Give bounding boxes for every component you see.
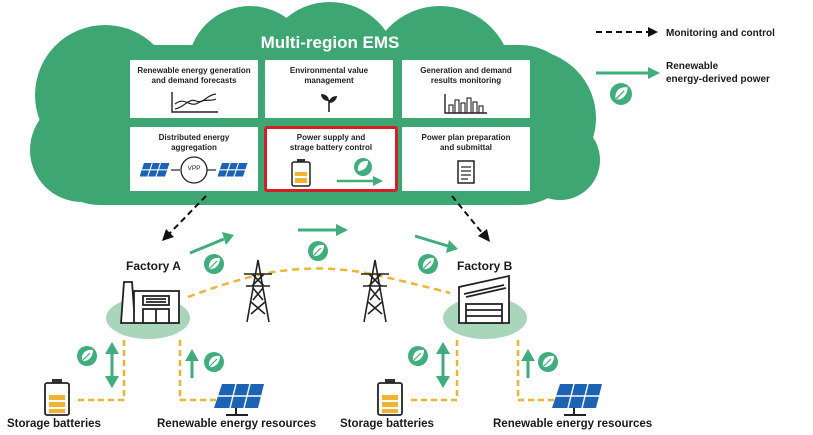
power-arrow-2 [336, 224, 348, 236]
leaf-icon [537, 351, 559, 373]
leaf-icon [417, 253, 439, 275]
sprout-icon [321, 94, 337, 112]
leaf-icon [76, 345, 98, 367]
vpp-label: VPP [187, 165, 201, 172]
ems-title: Multi-region EMS [261, 33, 400, 52]
factory-a-icon [120, 281, 180, 324]
storage-batteries-label: Storage batteries [340, 418, 434, 430]
function-power-supply-battery-control: Power supply and strage battery control [264, 126, 398, 192]
function-label: Generation and demand results monitoring [420, 66, 512, 85]
battery-control-icon [291, 158, 383, 187]
factory-b-label: Factory B [457, 259, 513, 273]
function-label: Distributed energy aggregation [158, 133, 230, 152]
factory-a-label: Factory A [126, 259, 181, 273]
storage-battery-icon [44, 379, 70, 416]
leaf-icon [203, 351, 225, 373]
renewable-resources-label: Renewable energy resources [493, 418, 653, 430]
function-forecasts: Renewable energy generation and demand f… [130, 60, 258, 118]
leaf-icon [203, 253, 225, 275]
leaf-legend-icon [609, 82, 633, 106]
grid-power-line [187, 267, 451, 299]
function-label: Power supply and strage battery control [289, 133, 373, 152]
leaf-icon [407, 345, 429, 367]
function-results-monitoring: Generation and demand results monitoring [402, 60, 530, 118]
transmission-tower-icon [360, 259, 390, 323]
green-arrow-legend-icon [648, 67, 660, 79]
function-label: Power plan preparation and submittal [421, 133, 511, 152]
legend-monitoring-label: Monitoring and control [666, 28, 775, 39]
function-environmental-value: Environmental value management [265, 60, 393, 118]
function-power-plan: Power plan preparation and submittal [402, 127, 530, 191]
charge-arrows [105, 342, 535, 388]
function-label: Renewable energy generation and demand f… [137, 66, 251, 85]
bar-chart-icon [444, 94, 487, 114]
power-arrow-3 [446, 240, 458, 253]
factory-b-icon [458, 274, 510, 324]
power-arrow-1 [222, 232, 234, 245]
legend-renewable-label: Renewable energy-derived power [666, 61, 770, 85]
forecast-chart-icon [171, 92, 218, 113]
leaf-icon [307, 240, 329, 262]
storage-battery-icon [377, 379, 403, 416]
monitoring-arrow-b [478, 229, 490, 242]
storage-batteries-label: Storage batteries [7, 418, 101, 430]
function-label: Environmental value management [289, 66, 369, 85]
monitoring-arrow-a [162, 229, 174, 241]
solar-panel-icon [214, 383, 264, 416]
document-icon [457, 160, 475, 184]
solar-panel-icon [552, 383, 602, 416]
renewable-resources-label: Renewable energy resources [157, 418, 317, 430]
local-power-lines [78, 340, 560, 402]
vpp-aggregation-icon [140, 156, 248, 184]
dashed-arrow-legend-icon [648, 27, 658, 37]
transmission-tower-icon [243, 259, 273, 323]
function-distributed-aggregation: Distributed energy aggregation VPP [130, 127, 258, 191]
